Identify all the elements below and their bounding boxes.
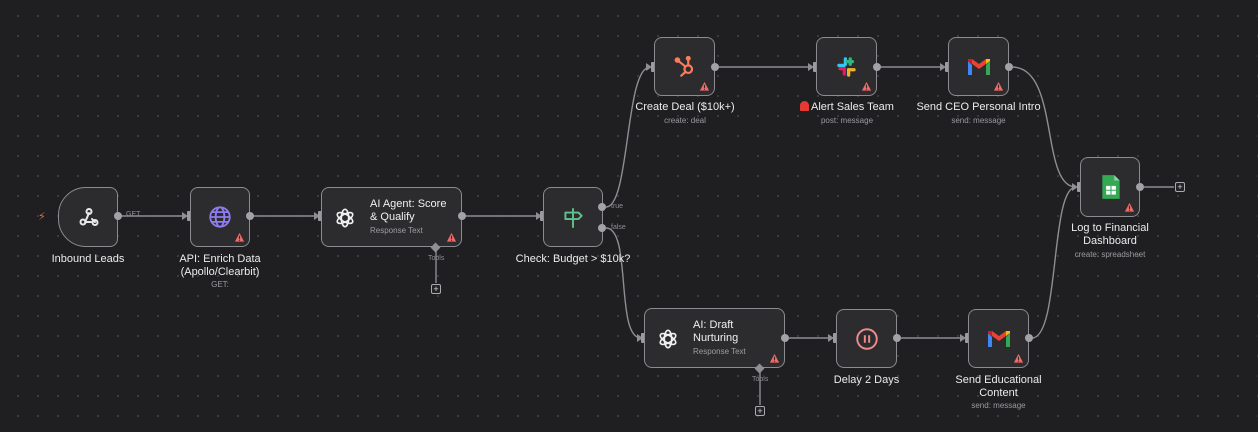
node-title-delay: Delay 2 Days: [833, 374, 900, 386]
port-out-nurture[interactable]: [781, 334, 789, 342]
node-title-ai-agent: AI Agent: Score & Qualify: [370, 198, 447, 223]
warning-icon: [446, 232, 457, 242]
edge-check-false-nurture: [605, 227, 642, 339]
node-alert-sales[interactable]: [816, 37, 877, 96]
node-inbound-leads[interactable]: [58, 187, 118, 247]
openai-icon: [655, 326, 681, 352]
edge-gmail-sheets: [1011, 66, 1077, 188]
node-ai-agent[interactable]: AI Agent: Score & Qualify Response Text: [321, 187, 462, 247]
node-subtitle-send-ceo-intro: send: message: [951, 116, 1006, 125]
tools-label-nurture: Tools: [752, 376, 769, 383]
node-create-deal[interactable]: [654, 37, 715, 96]
node-subtitle-ai-draft: Response Text: [693, 347, 746, 356]
edge-label-true: true: [611, 203, 624, 210]
port-in-delay[interactable]: [833, 333, 837, 343]
warning-icon: [861, 81, 872, 91]
warning-icon: [769, 353, 780, 363]
edge-label-get: GET: [126, 211, 141, 218]
port-out-gmail-ceo[interactable]: [1005, 63, 1013, 71]
node-subtitle-alert-sales: post: message: [820, 116, 874, 125]
trigger-bolt-icon: ⚡: [38, 211, 46, 223]
node-send-educational[interactable]: [968, 309, 1029, 368]
node-title-send-ceo-intro: Send CEO Personal Intro: [916, 101, 1041, 113]
add-tool-button[interactable]: +: [755, 406, 765, 416]
openai-icon: [332, 205, 358, 231]
node-title-inbound-leads: Inbound Leads: [51, 253, 125, 265]
port-in-agent[interactable]: [318, 211, 322, 221]
port-in-gmail-ceo[interactable]: [945, 62, 949, 72]
node-api-enrich[interactable]: [190, 187, 250, 247]
pause-icon: [854, 326, 880, 352]
edge-check-true-hubspot: [605, 66, 651, 208]
port-out-hubspot[interactable]: [711, 63, 719, 71]
signpost-icon: [560, 205, 586, 231]
gmail-icon: [966, 55, 992, 79]
node-subtitle-create-deal: create: deal: [664, 116, 706, 125]
node-title-log-dashboard: Log to Financial Dashboard: [1071, 222, 1149, 247]
node-ai-draft-nurturing[interactable]: AI: Draft Nurturing Response Text: [644, 308, 785, 368]
port-in-sheets[interactable]: [1077, 182, 1081, 192]
node-delay[interactable]: [836, 309, 897, 368]
port-out-agent[interactable]: [458, 212, 466, 220]
node-title-ai-draft: AI: Draft Nurturing: [693, 319, 739, 344]
add-tool-button[interactable]: +: [431, 284, 441, 294]
node-subtitle-send-educational: send: message: [971, 401, 1026, 410]
warning-icon: [993, 81, 1004, 91]
node-send-ceo-intro[interactable]: [948, 37, 1009, 96]
port-in-hubspot[interactable]: [651, 62, 655, 72]
port-in-gmail-edu[interactable]: [965, 333, 969, 343]
slack-icon: [834, 54, 860, 80]
node-subtitle-log-dashboard: create: spreadsheet: [1074, 250, 1146, 259]
node-title-create-deal: Create Deal ($10k+): [635, 101, 735, 113]
node-check-budget[interactable]: [543, 187, 603, 247]
node-subtitle-ai-agent: Response Text: [370, 226, 423, 235]
edge-label-false: false: [611, 224, 626, 231]
node-title-alert-sales: Alert Sales Team: [786, 101, 908, 114]
node-title-check-budget: Check: Budget > $10k?: [515, 253, 631, 265]
globe-icon: [207, 204, 233, 230]
port-out-gmail-edu[interactable]: [1025, 334, 1033, 342]
warning-icon: [1124, 202, 1135, 212]
tools-label-agent: Tools: [428, 255, 445, 262]
warning-icon: [234, 232, 245, 242]
port-out-webhook[interactable]: [114, 212, 122, 220]
port-in-enrich[interactable]: [187, 211, 191, 221]
alert-sales-label: Alert Sales Team: [811, 101, 894, 113]
gmail-icon: [986, 327, 1012, 351]
node-title-api-enrich: API: Enrich Data (Apollo/Clearbit): [179, 253, 261, 278]
warning-icon: [699, 81, 710, 91]
google-sheets-icon: [1101, 173, 1121, 201]
port-out-true[interactable]: [598, 203, 606, 211]
node-subtitle-api-enrich: GET:: [211, 280, 229, 289]
webhook-icon: [77, 205, 101, 229]
add-node-button[interactable]: +: [1175, 182, 1185, 192]
hubspot-icon: [672, 54, 698, 80]
warning-icon: [1013, 353, 1024, 363]
node-log-dashboard[interactable]: [1080, 157, 1140, 217]
port-out-enrich[interactable]: [246, 212, 254, 220]
port-in-slack[interactable]: [813, 62, 817, 72]
port-out-slack[interactable]: [873, 63, 881, 71]
port-out-sheets[interactable]: [1136, 183, 1144, 191]
port-out-false[interactable]: [598, 224, 606, 232]
port-in-nurture[interactable]: [641, 333, 645, 343]
edge-gmail-edu-sheets: [1031, 186, 1077, 339]
port-in-check[interactable]: [540, 211, 544, 221]
siren-emoji-icon: [800, 101, 810, 111]
node-title-send-educational: Send Educational Content: [955, 374, 1042, 399]
port-out-delay[interactable]: [893, 334, 901, 342]
